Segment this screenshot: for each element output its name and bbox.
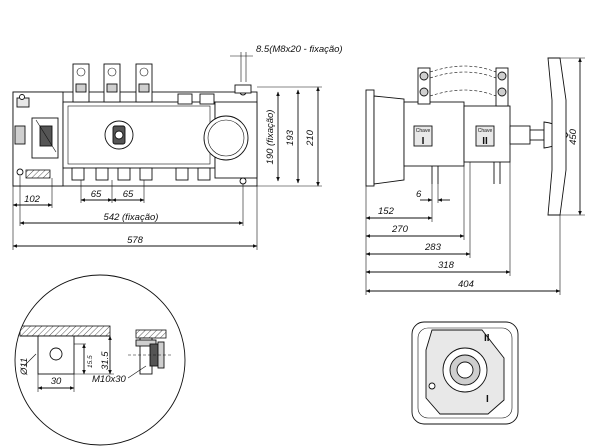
- fixing-screw-2: [19, 94, 25, 100]
- dim-m10: M10x30: [92, 374, 127, 385]
- dim-542: 542 (fixação): [104, 212, 159, 223]
- busbar-hatch: [19, 325, 111, 337]
- dim-bolt: 8.5(M8x20 - fixação): [256, 44, 343, 55]
- switch-body: [62, 101, 216, 169]
- label-chave-II-num: II: [482, 136, 488, 147]
- actuator-disc: [203, 115, 249, 161]
- detail-circle: [14, 274, 186, 446]
- handle-front-view: II I: [411, 321, 519, 425]
- dim-65-left: 65: [91, 189, 102, 200]
- dim-318: 318: [438, 260, 455, 271]
- label-switch-II: [475, 125, 495, 147]
- terminal-strip: [25, 169, 51, 179]
- side-base-plate: [365, 89, 375, 187]
- top-terminals: [72, 63, 215, 105]
- label-chave-I-num: I: [422, 136, 425, 147]
- switch-I-body: [403, 101, 465, 167]
- dim-193: 193: [285, 129, 296, 146]
- detail-view: Ø11 15.5 31.5 30 M10x30: [14, 274, 186, 446]
- dim-210: 210: [305, 129, 316, 147]
- dim-6: 6: [416, 189, 422, 200]
- fixing-screw-1: [16, 168, 24, 176]
- side-body-taper: [373, 95, 405, 185]
- padlock-hole: [428, 382, 436, 390]
- bottom-terminals: [71, 167, 211, 181]
- position-II-label: II: [484, 333, 490, 344]
- side-view: Chave I Chave II 450 6: [365, 57, 585, 295]
- dim-65-right: 65: [123, 189, 134, 200]
- dim-152: 152: [378, 206, 395, 217]
- dim-30: 30: [51, 376, 62, 387]
- selector-switch: [14, 125, 26, 145]
- dim-15-5: 15.5: [87, 355, 94, 368]
- dim-190: 190 (fixação): [265, 110, 276, 165]
- position-I-label: I: [486, 394, 489, 405]
- label-switch-I: [413, 125, 433, 147]
- dim-578: 578: [127, 235, 144, 246]
- dim-404: 404: [458, 279, 474, 290]
- label-chave-II: Chave: [478, 128, 493, 134]
- dim-31-5: 31.5: [100, 351, 111, 370]
- label-chave-I: Chave: [416, 128, 431, 134]
- front-view: 8.5(M8x20 - fixação) 210 193 190 (fixaçã…: [12, 44, 343, 250]
- dim-283: 283: [424, 242, 442, 253]
- dim-102: 102: [24, 194, 41, 205]
- dim-d11: Ø11: [19, 358, 30, 376]
- hole-d11: [49, 347, 63, 361]
- dim-270: 270: [391, 224, 409, 235]
- dim-450: 450: [568, 128, 579, 145]
